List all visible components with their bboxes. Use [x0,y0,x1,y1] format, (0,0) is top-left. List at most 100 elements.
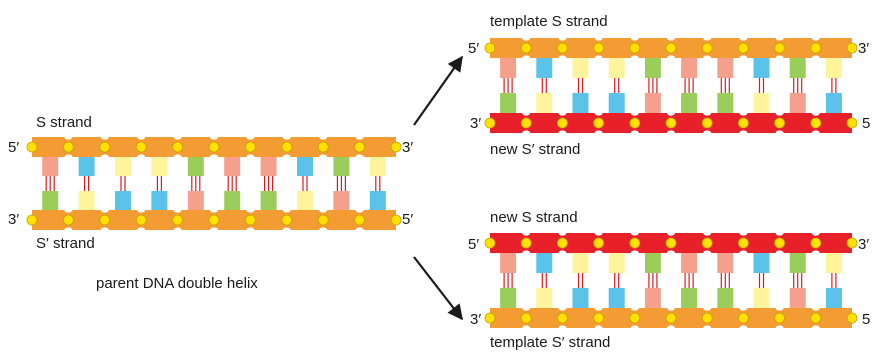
phosphate-icon [738,117,749,129]
base-blue [78,157,95,176]
parent-double-helix [26,134,402,233]
base-pink [500,253,517,273]
base-blue [608,288,625,308]
parent-bottom-strand-notch [246,207,255,213]
d2-top-strand-notch [594,250,603,256]
d2-top-strand-notch [522,250,531,256]
d2-top-strand-notch [775,250,784,256]
daughter-top-bottom-left-end: 3′ [470,115,481,132]
phosphate-icon [738,312,749,324]
parent-top-strand-notch [319,154,328,160]
base-yellow [572,58,589,78]
d2-bottom-strand-notch [703,305,712,311]
phosphate-icon [63,214,74,226]
parent-s-strand-label: S strand [36,114,92,131]
parent-top-strand-notch [100,134,109,140]
base-pink [333,191,350,210]
phosphate-icon [629,117,641,129]
d1-top-strand-notch [667,55,675,61]
parent-top-strand-notch [319,134,328,140]
d1-bottom-strand-notch [703,130,712,136]
phosphate-icon [390,214,402,226]
parent-top-left-end: 5′ [8,139,19,156]
d2-bottom-strand-notch [667,305,675,311]
phosphate-icon [665,42,677,54]
phosphate-icon [810,117,822,129]
base-green [644,253,661,273]
d1-bottom-strand-notch [667,110,675,116]
daughter-top-top-left-end: 5′ [468,40,479,57]
base-green [500,93,517,113]
base-pink [224,157,241,176]
phosphate-icon [354,141,366,153]
phosphate-icon [63,141,74,153]
phosphate-icon [738,42,749,54]
d1-bottom-strand-notch [594,110,603,116]
d1-top-strand-notch [558,35,567,41]
template-s-prime-strand-label: template S′ strand [490,334,610,350]
d1-top-strand-notch [703,55,712,61]
phosphate-icon [774,117,785,129]
parent-s-strand-backbone [26,134,402,160]
d2-bottom-strand-notch [594,305,603,311]
d2-top-strand-notch [811,230,820,236]
phosphate-icon [846,312,858,324]
base-green [333,157,350,176]
phosphate-icon [281,141,293,153]
base-yellow [572,253,589,273]
d1-top-strand-notch [630,55,639,61]
phosphate-icon [846,237,858,249]
base-blue [572,93,589,113]
phosphate-icon [484,42,496,54]
base-yellow [608,253,625,273]
d1-top-strand-notch [594,55,603,61]
base-yellow [825,58,842,78]
d2-top-strand-notch [667,230,675,236]
base-blue [608,93,625,113]
phosphate-icon [99,214,111,226]
d1-top-strand-notch [739,55,748,61]
base-yellow [369,157,386,176]
d1-bottom-strand-notch [811,110,820,116]
d1-top-strand-notch [630,35,639,41]
daughter-bottom-top-left-end: 5′ [468,236,479,253]
d2-top-strand-notch [558,230,567,236]
d1-top-strand-notch [522,35,531,41]
d1-top-strand-notch [594,35,603,41]
base-yellow [151,157,168,176]
phosphate-icon [26,141,38,153]
phosphate-icon [354,214,366,226]
d2-top-strand-notch [739,250,748,256]
base-green [789,58,806,78]
phosphate-icon [484,237,496,249]
phosphate-icon [135,141,147,153]
parent-top-strand-notch [282,134,291,140]
template-s-prime-strand-backbone [484,305,858,331]
parent-bottom-strand-notch [64,207,73,213]
d1-top-strand-notch [775,35,784,41]
phosphate-icon [665,312,677,324]
base-pink [681,253,698,273]
base-pink [260,157,277,176]
phosphate-icon [208,141,220,153]
base-pink [42,157,59,176]
d1-bottom-strand-notch [522,110,531,116]
phosphate-icon [701,312,713,324]
base-green [500,288,517,308]
parent-bottom-strand-notch [210,207,218,213]
parent-s-prime-strand-backbone [26,207,402,233]
base-green [717,288,734,308]
arrow-to-bottom-daughter [413,256,463,321]
phosphate-icon [774,237,785,249]
base-green [644,58,661,78]
arrow-to-top-daughter [413,55,463,126]
parent-top-strand-notch [137,154,146,160]
phosphate-icon [281,214,293,226]
d2-bottom-strand-notch [522,305,531,311]
phosphate-icon [172,141,184,153]
base-green [42,191,59,210]
base-yellow [608,58,625,78]
parent-top-strand-notch [210,154,218,160]
phosphate-icon [520,117,532,129]
